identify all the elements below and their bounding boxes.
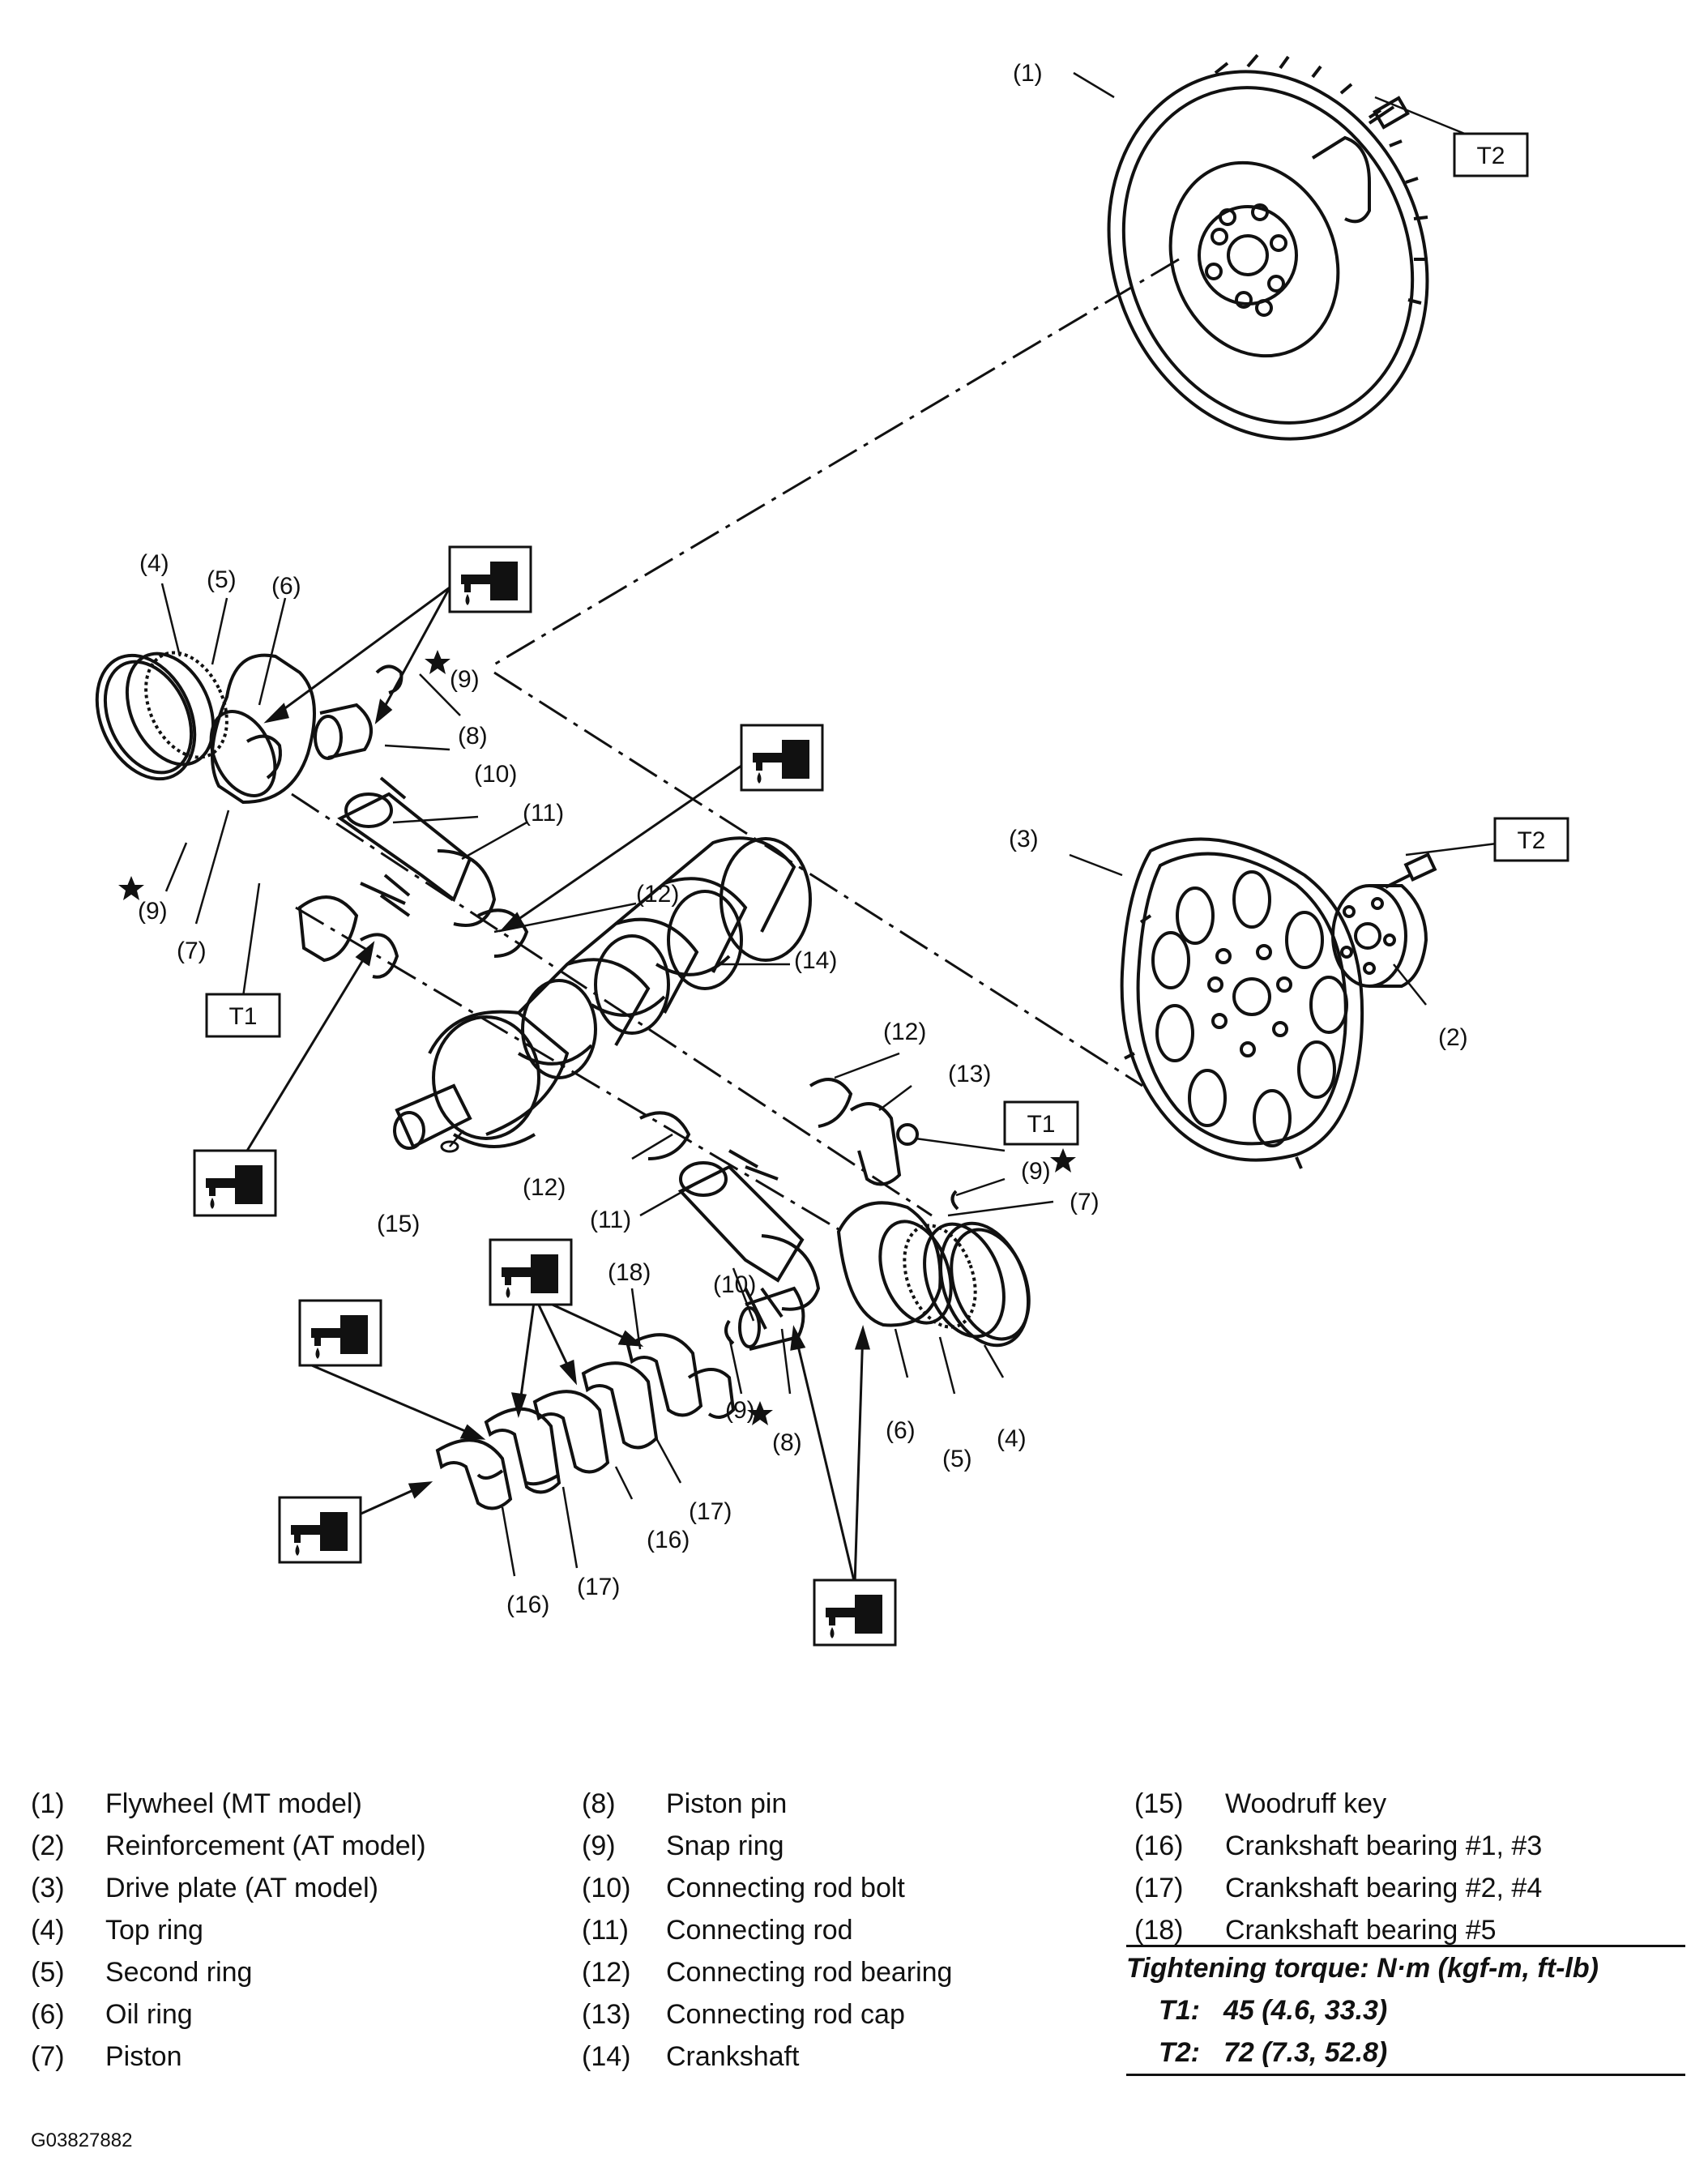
oil-can-icon bbox=[489, 1238, 573, 1306]
divider bbox=[1126, 2074, 1685, 2076]
callout-6: (6) bbox=[271, 573, 301, 600]
callout-6: (6) bbox=[886, 1417, 916, 1444]
callout-4: (4) bbox=[139, 550, 169, 577]
callout-9: (9) bbox=[450, 666, 480, 693]
star-mark-icon bbox=[118, 876, 144, 900]
callout-9: (9) bbox=[725, 1397, 755, 1424]
callout-17: (17) bbox=[577, 1574, 620, 1600]
tightening-torque-table: Tightening torque: N·m (kgf-m, ft-lb) T1… bbox=[1126, 1945, 1685, 2076]
oil-can-icon bbox=[448, 545, 532, 613]
callout-9: (9) bbox=[138, 898, 168, 925]
crankshaft bbox=[393, 836, 812, 1150]
piston-upper bbox=[95, 651, 404, 805]
callout-12: (12) bbox=[523, 1174, 566, 1201]
connecting-rod-lower bbox=[639, 1078, 919, 1330]
legend-item: (3)Drive plate (AT model) bbox=[31, 1872, 378, 1903]
star-mark-icon bbox=[1050, 1148, 1076, 1173]
legend-item: (13)Connecting rod cap bbox=[582, 1998, 905, 2030]
torque-tag-t2: T2 bbox=[1517, 827, 1545, 854]
torque-tag-t1: T1 bbox=[1027, 1111, 1055, 1138]
divider bbox=[1126, 1945, 1685, 1947]
drive-plate bbox=[1120, 837, 1364, 1169]
legend-item: (7)Piston bbox=[31, 2040, 182, 2072]
flywheel bbox=[1107, 53, 1429, 441]
callout-16: (16) bbox=[647, 1527, 690, 1553]
arrows bbox=[246, 586, 870, 1585]
callout-11: (11) bbox=[590, 1207, 631, 1233]
piston-lower bbox=[724, 1190, 1031, 1351]
callout-11: (11) bbox=[523, 800, 564, 827]
callout-1: (1) bbox=[1013, 60, 1043, 87]
callout-18: (18) bbox=[608, 1259, 651, 1286]
callout-9: (9) bbox=[1021, 1158, 1051, 1185]
callout-8: (8) bbox=[458, 723, 488, 750]
dash-dot-axis-lines bbox=[291, 258, 1180, 1233]
legend-item: (18)Crankshaft bearing #5 bbox=[1134, 1914, 1497, 1946]
figure-id: G03827882 bbox=[31, 2130, 133, 2151]
torque-tag-t1: T1 bbox=[228, 1003, 257, 1030]
callout-12: (12) bbox=[883, 1019, 926, 1045]
torque-tag-boxes bbox=[205, 132, 1569, 1146]
legend-item: (11)Connecting rod bbox=[582, 1914, 853, 1946]
legend-item: (1)Flywheel (MT model) bbox=[31, 1788, 362, 1819]
callout-15: (15) bbox=[377, 1211, 420, 1237]
legend-item: (15)Woodruff key bbox=[1134, 1788, 1387, 1819]
callout-12: (12) bbox=[636, 881, 679, 908]
torque-title: Tightening torque: N·m (kgf-m, ft-lb) bbox=[1126, 1953, 1599, 1984]
woodruff-key bbox=[440, 1140, 459, 1153]
torque-row: T2:72 (7.3, 52.8) bbox=[1159, 2037, 1388, 2068]
callout-4: (4) bbox=[997, 1425, 1027, 1452]
torque-tag-t2: T2 bbox=[1476, 143, 1505, 169]
callout-3: (3) bbox=[1009, 826, 1039, 852]
star-mark-icon bbox=[425, 650, 450, 674]
connecting-rod-upper bbox=[297, 776, 529, 979]
legend-item: (8)Piston pin bbox=[582, 1788, 788, 1819]
callout-14: (14) bbox=[794, 947, 837, 974]
legend-item: (17)Crankshaft bearing #2, #4 bbox=[1134, 1872, 1543, 1903]
oil-can-icon bbox=[298, 1299, 382, 1367]
oil-can-icon bbox=[278, 1496, 362, 1564]
legend-item: (4)Top ring bbox=[31, 1914, 203, 1946]
callout-10: (10) bbox=[713, 1271, 756, 1298]
callout-10: (10) bbox=[474, 761, 517, 788]
callout-7: (7) bbox=[177, 938, 207, 964]
legend-item: (2)Reinforcement (AT model) bbox=[31, 1830, 426, 1861]
oil-can-icon bbox=[813, 1579, 897, 1647]
legend-item: (9)Snap ring bbox=[582, 1830, 784, 1861]
legend-item: (16)Crankshaft bearing #1, #3 bbox=[1134, 1830, 1543, 1861]
callout-17: (17) bbox=[689, 1498, 732, 1525]
legend-item: (5)Second ring bbox=[31, 1956, 253, 1988]
oil-can-icon bbox=[193, 1149, 277, 1217]
callout-5: (5) bbox=[942, 1446, 972, 1472]
crankshaft-bearings bbox=[435, 1333, 736, 1510]
legend-column-1: (1)Flywheel (MT model) (2)Reinforcement … bbox=[31, 1783, 426, 2078]
legend-item: (6)Oil ring bbox=[31, 1998, 193, 2030]
legend-item: (10)Connecting rod bolt bbox=[582, 1872, 905, 1903]
reinforcement bbox=[1331, 852, 1437, 988]
oil-can-icon bbox=[740, 724, 824, 792]
legend-column-2: (8)Piston pin (9)Snap ring (10)Connectin… bbox=[582, 1783, 952, 2078]
legend-item: (12)Connecting rod bearing bbox=[582, 1956, 953, 1988]
legend-item: (14)Crankshaft bbox=[582, 2040, 800, 2072]
legend-column-3: (15)Woodruff key (16)Crankshaft bearing … bbox=[1134, 1783, 1542, 1951]
callout-8: (8) bbox=[772, 1429, 802, 1456]
part-callouts: (1) (2) (3) (4) (5) (6) (9) (7) (9) (8) … bbox=[138, 60, 1468, 1618]
callout-13: (13) bbox=[948, 1061, 991, 1087]
torque-tags: T2 T2 T1 T1 bbox=[228, 143, 1545, 1138]
callout-2: (2) bbox=[1438, 1024, 1468, 1051]
callout-7: (7) bbox=[1070, 1189, 1100, 1215]
callout-5: (5) bbox=[207, 566, 237, 593]
torque-row: T1:45 (4.6, 33.3) bbox=[1159, 1995, 1388, 2026]
leader-lines bbox=[160, 71, 1504, 1577]
callout-16: (16) bbox=[506, 1591, 549, 1618]
